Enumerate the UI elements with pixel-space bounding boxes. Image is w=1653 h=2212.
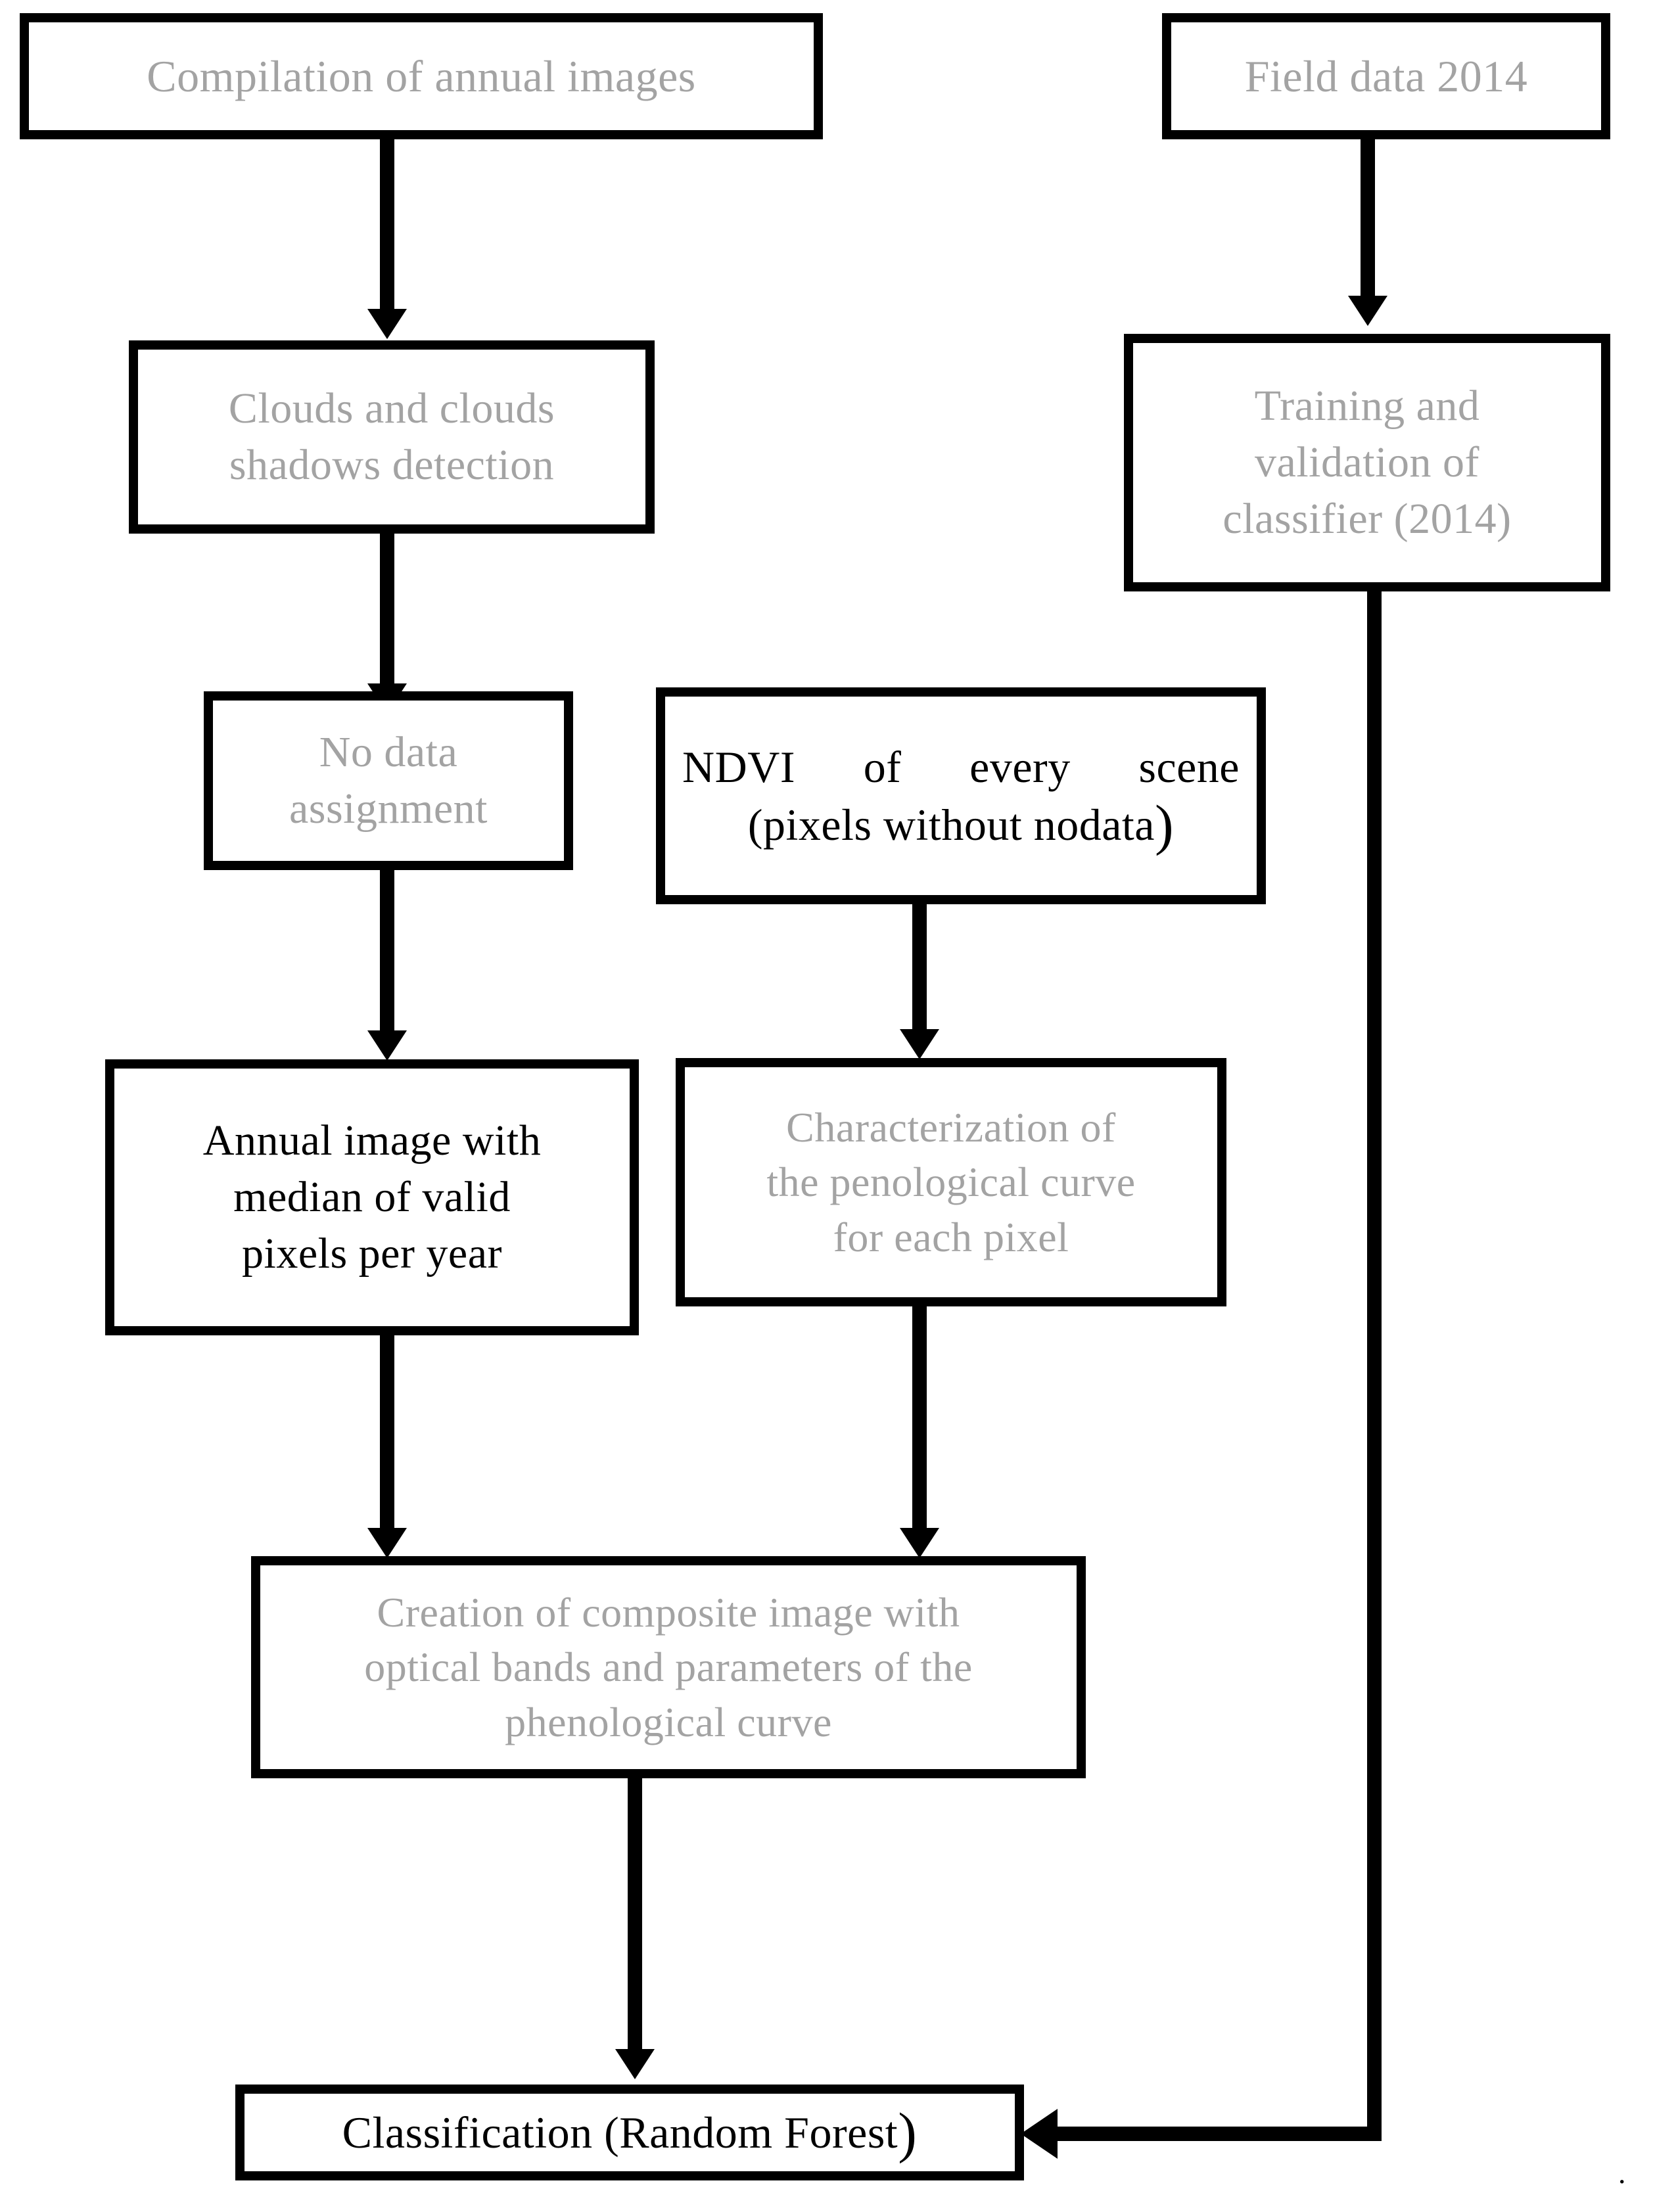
node-classification-text: Classification (Random Forest bbox=[342, 2107, 898, 2157]
node-nodata-line-2: assignment bbox=[289, 785, 488, 833]
node-annual-label: Annual image with median of valid pixels… bbox=[114, 1113, 630, 1281]
node-characterization-label: Characterization of the penological curv… bbox=[685, 1100, 1217, 1264]
edge-characterization-to-composite-arrowhead bbox=[900, 1528, 939, 1558]
node-nodata-line-1: No data bbox=[319, 728, 458, 777]
node-ndvi-label: NDVI of every scene (pixels without noda… bbox=[665, 738, 1257, 854]
node-clouds-line-1: Clouds and clouds bbox=[228, 384, 555, 433]
edge-characterization-to-composite-line bbox=[912, 1304, 927, 1533]
node-ndvi-line-2-wrap: (pixels without nodata) bbox=[747, 796, 1174, 853]
node-training-and-validation-of-classifier[interactable]: Training and validation of classifier (2… bbox=[1124, 334, 1610, 591]
edge-training-to-classification-horizontal bbox=[1055, 2127, 1382, 2141]
node-clouds-and-shadows-detection[interactable]: Clouds and clouds shadows detection bbox=[129, 340, 655, 534]
node-composite-line-1: Creation of composite image with bbox=[377, 1589, 960, 1636]
edge-compilation-to-clouds-line bbox=[380, 137, 394, 313]
node-no-data-assignment[interactable]: No data assignment bbox=[204, 691, 573, 870]
edge-fielddata-to-training-line bbox=[1361, 137, 1375, 314]
node-compilation-label: Compilation of annual images bbox=[147, 51, 696, 101]
node-training-line-3: classifier (2014) bbox=[1222, 494, 1512, 543]
node-annual-line-2: median of valid bbox=[233, 1173, 511, 1222]
edge-annual-to-composite-line bbox=[380, 1334, 394, 1531]
node-characterization-line-2: the penological curve bbox=[766, 1159, 1136, 1206]
node-ndvi-closing-paren: ) bbox=[1154, 793, 1175, 856]
node-ndvi-line-2: (pixels without nodata bbox=[747, 800, 1155, 850]
edge-annual-to-composite-arrowhead bbox=[367, 1528, 407, 1558]
edge-composite-to-classification-line bbox=[628, 1778, 642, 2054]
node-characterization-line-1: Characterization of bbox=[786, 1104, 1116, 1151]
node-compilation-of-annual-images[interactable]: Compilation of annual images bbox=[20, 13, 823, 139]
edge-training-to-classification-vertical bbox=[1367, 591, 1382, 2141]
edge-composite-to-classification-arrowhead bbox=[615, 2049, 655, 2079]
node-nodata-label: No data assignment bbox=[213, 724, 564, 837]
node-classification-closing-paren: ) bbox=[898, 2100, 918, 2164]
node-clouds-label: Clouds and clouds shadows detection bbox=[138, 380, 645, 494]
node-classification-label: Classification (Random Forest) bbox=[244, 2104, 1015, 2161]
node-composite-line-2: optical bands and parameters of the bbox=[364, 1644, 973, 1691]
edge-clouds-to-nodata-line bbox=[380, 532, 394, 687]
node-clouds-line-2: shadows detection bbox=[229, 441, 555, 489]
node-characterization-line-3: for each pixel bbox=[833, 1213, 1069, 1260]
edge-training-to-classification-arrowhead bbox=[1021, 2109, 1058, 2159]
edge-fielddata-to-training-arrowhead bbox=[1348, 296, 1387, 326]
node-characterization-penological-curve[interactable]: Characterization of the penological curv… bbox=[676, 1058, 1226, 1306]
edge-ndvi-to-characterization-line bbox=[912, 900, 927, 1032]
node-training-label: Training and validation of classifier (2… bbox=[1133, 378, 1601, 547]
node-training-line-2: validation of bbox=[1255, 438, 1479, 487]
node-composite-line-3: phenological curve bbox=[505, 1698, 832, 1745]
node-ndvi-line-1: NDVI of every scene bbox=[682, 741, 1240, 792]
node-annual-line-1: Annual image with bbox=[202, 1117, 542, 1165]
node-ndvi-of-every-scene[interactable]: NDVI of every scene (pixels without noda… bbox=[656, 687, 1266, 904]
node-annual-image-median[interactable]: Annual image with median of valid pixels… bbox=[105, 1059, 639, 1335]
node-annual-line-3: pixels per year bbox=[242, 1229, 502, 1278]
node-classification-random-forest[interactable]: Classification (Random Forest) bbox=[235, 2085, 1024, 2180]
edge-compilation-to-clouds-arrowhead bbox=[367, 309, 407, 339]
footnote-period: . bbox=[1618, 2156, 1626, 2190]
node-composite-label: Creation of composite image with optical… bbox=[260, 1585, 1077, 1749]
node-training-line-1: Training and bbox=[1254, 382, 1480, 430]
edge-ndvi-to-characterization-arrowhead bbox=[900, 1029, 939, 1059]
node-creation-of-composite-image[interactable]: Creation of composite image with optical… bbox=[251, 1556, 1086, 1778]
edge-nodata-to-annual-line bbox=[380, 867, 394, 1032]
node-field-data-label: Field data 2014 bbox=[1244, 51, 1528, 101]
node-field-data-2014[interactable]: Field data 2014 bbox=[1162, 13, 1610, 139]
edge-nodata-to-annual-arrowhead bbox=[367, 1030, 407, 1061]
